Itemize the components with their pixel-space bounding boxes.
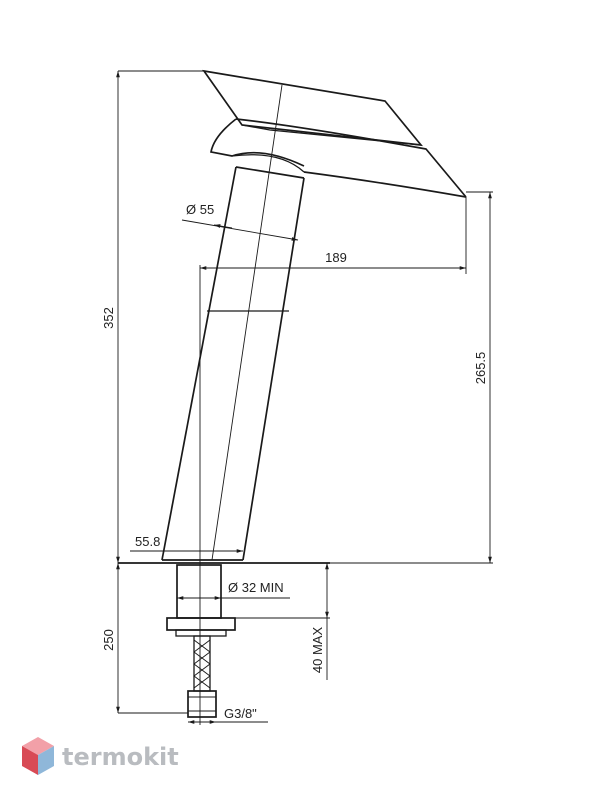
base-diameter-label: 55.8 [135,534,160,549]
dimension-shank-length: 250 [101,563,188,714]
brand-logo-icon [22,737,54,775]
dimension-reach: 189 [200,197,467,274]
center-lines [199,84,283,725]
total-height-label: 352 [101,307,116,329]
spout-height-label: 265.5 [473,352,488,385]
dimension-spout-height: 265.5 [330,191,493,564]
dimension-max-thickness: 40 MAX [235,563,330,680]
dimension-thread: G3/8" [188,706,268,724]
reach-label: 189 [325,250,347,265]
brand-watermark: termokit [22,737,179,775]
mounting-shank [166,564,236,718]
faucet-outline [161,69,467,561]
shank-length-label: 250 [101,629,116,651]
dimension-total-height: 352 [101,70,204,563]
dimension-base-diameter: 55.8 [130,534,243,553]
max-thickness-label: 40 MAX [310,627,325,674]
dimension-hole-diameter: Ø 32 MIN [177,580,290,600]
brand-name: termokit [62,743,179,771]
hole-diameter-label: Ø 32 MIN [228,580,284,595]
dimension-body-diameter: Ø 55 [181,202,299,241]
body-diameter-label: Ø 55 [186,202,214,217]
thread-label: G3/8" [224,706,257,721]
